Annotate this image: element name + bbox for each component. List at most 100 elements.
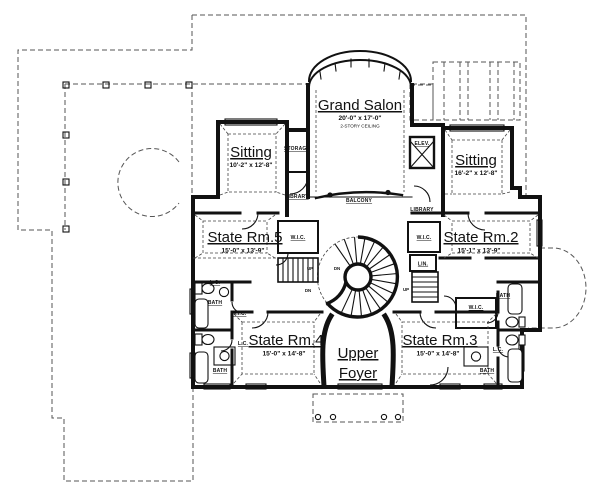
bath-fixtures — [194, 282, 526, 384]
window-hatch — [439, 383, 461, 390]
room-label-state-3: State Rm.3 — [402, 332, 477, 349]
balcony-rail — [307, 189, 413, 200]
dims-state-5: 15'-0" x 13'-9" — [221, 248, 264, 255]
bathtub-fixture — [194, 298, 209, 329]
stair-run-right — [411, 271, 439, 303]
wic-left-closet — [277, 220, 319, 254]
room-labels: Grand Salon 20'-0" x 17'-0" 2-STORY CEIL… — [207, 97, 518, 382]
dims-sitting-right: 16'-2" x 12'-8" — [454, 170, 497, 177]
bath-label: BATH — [213, 368, 228, 374]
wic-right-upper-closet — [407, 221, 441, 253]
toilet-fixture — [505, 316, 519, 328]
door-swing — [419, 311, 437, 329]
toilet-fixture — [201, 333, 215, 346]
dims-sitting-left: 10'-2" x 12'-8" — [229, 162, 272, 169]
lc-label: L.C. — [493, 347, 504, 353]
door-swing — [231, 301, 244, 314]
lc-label: L.C. — [238, 341, 249, 347]
ceiling-sitting-left — [219, 123, 286, 196]
stair-up-label: UP — [307, 266, 313, 271]
toilet-fixture — [505, 334, 519, 346]
dims-grand-salon: 20'-0" x 17'-0" — [338, 115, 381, 122]
stair-dn-label: DN — [334, 266, 340, 271]
toilet-tank — [518, 316, 526, 328]
roof-ridge-top-right — [409, 61, 521, 121]
window-hatch — [536, 219, 543, 247]
wic-label: W.I.C. — [291, 235, 306, 241]
toilet-tank — [518, 334, 526, 346]
room-label-state-4: State Rm.4 — [248, 332, 323, 349]
window-hatch — [224, 118, 278, 126]
window-hatch — [337, 383, 383, 390]
window-hatches — [189, 118, 543, 390]
door-swing — [413, 185, 431, 203]
window-hatch — [483, 383, 503, 390]
foyer-wall-right — [381, 312, 396, 389]
storage-closet — [286, 129, 309, 173]
sink-fixture — [218, 286, 230, 298]
dims-state-2: 15'-1" x 13'-9" — [457, 248, 500, 255]
bathtub-fixture — [194, 351, 209, 384]
roof-bay-right — [528, 247, 587, 329]
toilet-fixture — [194, 282, 203, 295]
note-grand-salon: 2-STORY CEILING — [340, 124, 380, 129]
small-labels: BALCONY STORAGE LIBRARY LIBRARY ELEV. W.… — [208, 141, 511, 374]
sink-fixture — [219, 350, 230, 362]
wic-right-lower-closet — [455, 297, 497, 329]
room-label-upper-foyer-1: Upper — [338, 345, 379, 362]
library-right-label: LIBRARY — [410, 207, 434, 213]
wic-label: W.I.C. — [417, 235, 432, 241]
stair-run-left — [277, 257, 319, 283]
ceiling-state-2 — [443, 214, 539, 259]
lc-label: L.C. — [210, 280, 221, 286]
ceiling-state-4 — [233, 313, 321, 384]
bath-label: BATH — [208, 300, 223, 306]
dims-state-4: 15'-0" x 14'-8" — [262, 351, 305, 358]
room-label-upper-foyer-2: Foyer — [339, 365, 377, 382]
vanity-counter — [463, 346, 489, 367]
dims-state-3: 15'-0" x 14'-8" — [416, 351, 459, 358]
porch-outline-left — [62, 81, 193, 233]
window-hatch — [203, 383, 231, 390]
ceiling-outlines — [193, 90, 539, 384]
wic-label: W.I.C. — [469, 305, 484, 311]
storage-label: STORAGE — [284, 146, 310, 152]
window-hatch — [449, 124, 505, 132]
porch-outline-bottom — [312, 393, 404, 423]
door-swing — [429, 366, 449, 386]
door-swing — [289, 175, 309, 195]
door-swing — [275, 252, 289, 266]
library-left-label: LIBRARY — [285, 194, 309, 200]
room-label-state-5: State Rm.5 — [207, 229, 282, 246]
room-label-sitting-right: Sitting — [455, 152, 497, 169]
bathtub-fixture — [507, 348, 523, 383]
room-label-state-2: State Rm.2 — [443, 229, 518, 246]
spiral-staircase — [317, 235, 400, 319]
door-swings — [220, 175, 510, 386]
room-label-sitting-left: Sitting — [230, 144, 272, 161]
room-label-grand-salon: Grand Salon — [318, 97, 402, 114]
door-swing — [467, 212, 486, 231]
door-swing — [251, 311, 269, 329]
toilet-fixture — [201, 282, 215, 295]
door-swing — [220, 339, 233, 352]
roof-outline — [17, 14, 587, 482]
ceiling-sitting-right — [444, 129, 511, 195]
elevator-shaft — [408, 135, 436, 170]
vanity-counter — [213, 346, 236, 366]
interior-walls — [191, 129, 542, 389]
spiral-treads — [334, 237, 398, 317]
balcony-label: BALCONY — [346, 198, 373, 204]
bath-label: BATH — [496, 293, 511, 299]
door-swing — [241, 212, 259, 230]
stair-up-label: UP — [403, 287, 409, 292]
sink-fixture — [470, 351, 482, 362]
door-swing — [443, 295, 457, 309]
wic-label: W.I.C. — [232, 311, 247, 317]
ceiling-state-5 — [194, 214, 276, 259]
bow-window — [307, 50, 413, 89]
elevator-label: ELEV. — [415, 141, 430, 147]
window-hatch — [245, 383, 267, 390]
